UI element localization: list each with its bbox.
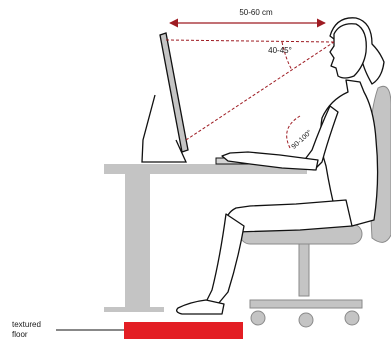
chair-wheel-left	[251, 311, 265, 325]
textured-floor-mat	[124, 322, 243, 339]
chair-column	[299, 244, 309, 296]
elbow-angle-label: 90-100°	[290, 128, 314, 151]
person-head	[330, 24, 366, 78]
sight-line-lower	[186, 42, 334, 140]
desk-foot	[104, 307, 164, 312]
chair-wheel-middle	[299, 313, 313, 327]
distance-label: 50-60 cm	[239, 8, 273, 17]
chair-base	[250, 300, 362, 308]
view-angle-label: 40-45°	[268, 46, 292, 55]
desk-leg	[125, 174, 150, 309]
sight-lines	[166, 40, 334, 140]
sight-line-upper	[166, 40, 334, 42]
chair-wheel-right	[345, 311, 359, 325]
monitor-screen	[160, 33, 188, 152]
person-lower-leg	[206, 214, 244, 304]
monitor	[142, 33, 188, 162]
person-thigh	[226, 200, 352, 232]
person-foot	[177, 300, 224, 314]
floor-label-line1: textured	[12, 320, 41, 329]
floor-label-line2: floor	[12, 330, 28, 339]
